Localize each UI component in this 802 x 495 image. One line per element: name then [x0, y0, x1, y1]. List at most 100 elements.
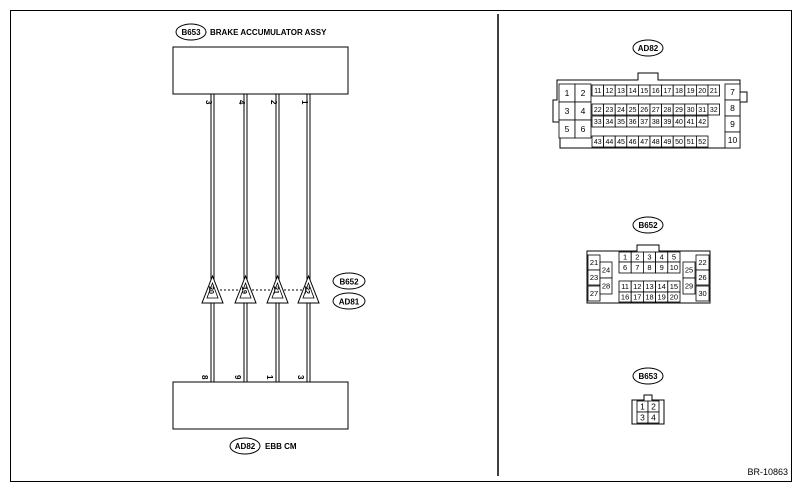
pin-number: 16	[621, 293, 629, 302]
pin-cell	[682, 277, 696, 295]
top-pin-2: 4	[237, 100, 246, 105]
b653-code-oval	[632, 367, 664, 385]
pin-number: 36	[629, 119, 637, 126]
pin-cell	[599, 277, 613, 295]
top-component-box	[172, 46, 349, 95]
pin-cell	[647, 411, 660, 424]
pin-number: 25	[629, 107, 637, 114]
diagram-id: BR-10863	[747, 467, 788, 477]
wires	[210, 94, 311, 382]
pin-number: 15	[640, 88, 648, 95]
pin-number: 20	[670, 293, 678, 302]
pin-number: 27	[652, 107, 660, 114]
pin-number: 9	[660, 263, 664, 272]
pin-number: 40	[675, 119, 683, 126]
pin-number: 10	[728, 135, 738, 145]
wire-2	[243, 94, 248, 382]
bottom-pin-3: 1	[265, 375, 274, 380]
bottom-box-name: EBB CM	[265, 442, 297, 451]
pin-number: 50	[675, 139, 683, 146]
pin-number: 24	[602, 266, 610, 275]
pin-number: 28	[664, 107, 672, 114]
pin-cell	[696, 115, 709, 128]
pin-number: 7	[730, 87, 735, 97]
pin-number: 51	[687, 139, 695, 146]
junction-pin-3: 21	[272, 286, 279, 294]
pin-number: 44	[606, 139, 614, 146]
junction-arrow-4: 22	[297, 274, 320, 304]
pin-number: 21	[590, 258, 598, 267]
pin-number: 13	[617, 88, 625, 95]
pin-number: 4	[660, 253, 664, 262]
junction-pin-4: 22	[303, 286, 310, 294]
pin-number: 11	[621, 282, 629, 291]
top-box-code: B653	[181, 28, 201, 37]
pin-number: 4	[651, 413, 656, 423]
pin-number: 52	[698, 139, 706, 146]
ad82-code: AD82	[638, 44, 659, 53]
pin-number: 11	[594, 88, 601, 95]
pin-cell	[695, 269, 710, 286]
pin-number: 20	[698, 88, 706, 95]
pin-number: 30	[698, 289, 706, 298]
pin-number: 30	[687, 107, 695, 114]
top-box-name: BRAKE ACCUMULATOR ASSY	[210, 28, 327, 37]
pin-number: 5	[565, 124, 570, 134]
pin-cell	[724, 131, 741, 149]
pin-cell	[667, 261, 681, 274]
pin-number: 39	[664, 119, 672, 126]
pin-number: 27	[590, 289, 598, 298]
pin-number: 4	[581, 106, 586, 116]
pin-number: 14	[658, 282, 666, 291]
bottom-pin-4: 3	[296, 375, 305, 380]
pin-number: 8	[647, 263, 651, 272]
pin-number: 12	[633, 282, 641, 291]
pin-number: 18	[675, 88, 683, 95]
pin-number: 19	[658, 293, 666, 302]
pin-number: 2	[651, 402, 656, 412]
pin-number: 5	[672, 253, 676, 262]
b652-code: B652	[638, 221, 658, 230]
pin-number: 45	[617, 139, 625, 146]
junction-pin-1: 20	[207, 286, 214, 294]
pin-number: 12	[606, 88, 614, 95]
pin-number: 48	[652, 139, 660, 146]
wire-1	[210, 94, 215, 382]
pin-cell	[695, 285, 710, 302]
pin-number: 2	[635, 253, 639, 262]
pin-number: 26	[640, 107, 648, 114]
pin-number: 17	[633, 293, 641, 302]
pin-number: 28	[602, 282, 610, 291]
bottom-box-code-oval	[229, 437, 261, 455]
pin-number: 25	[685, 266, 693, 275]
junction-arrow-2: 19	[234, 274, 257, 304]
pin-number: 3	[647, 253, 651, 262]
pin-number: 7	[635, 263, 639, 272]
pin-number: 33	[594, 119, 602, 126]
pin-number: 10	[670, 263, 678, 272]
wire-3	[275, 94, 280, 382]
pin-number: 29	[685, 282, 693, 291]
bottom-component-box	[172, 381, 349, 430]
pin-number: 47	[640, 139, 648, 146]
bottom-box-code: AD82	[235, 442, 256, 451]
top-pin-3: 2	[269, 100, 278, 105]
top-pin-1: 3	[204, 100, 213, 105]
b652-code-oval	[632, 216, 664, 234]
pin-number: 9	[730, 119, 735, 129]
pin-number: 2	[581, 88, 586, 98]
pin-number: 43	[594, 139, 602, 146]
pin-number: 23	[606, 107, 614, 114]
pin-number: 15	[670, 282, 678, 291]
pin-number: 37	[640, 119, 648, 126]
pin-cell	[667, 291, 681, 303]
top-pin-4: 1	[300, 100, 309, 105]
pin-number: 14	[629, 88, 637, 95]
top-box-label: B653 BRAKE ACCUMULATOR ASSY	[175, 23, 327, 41]
